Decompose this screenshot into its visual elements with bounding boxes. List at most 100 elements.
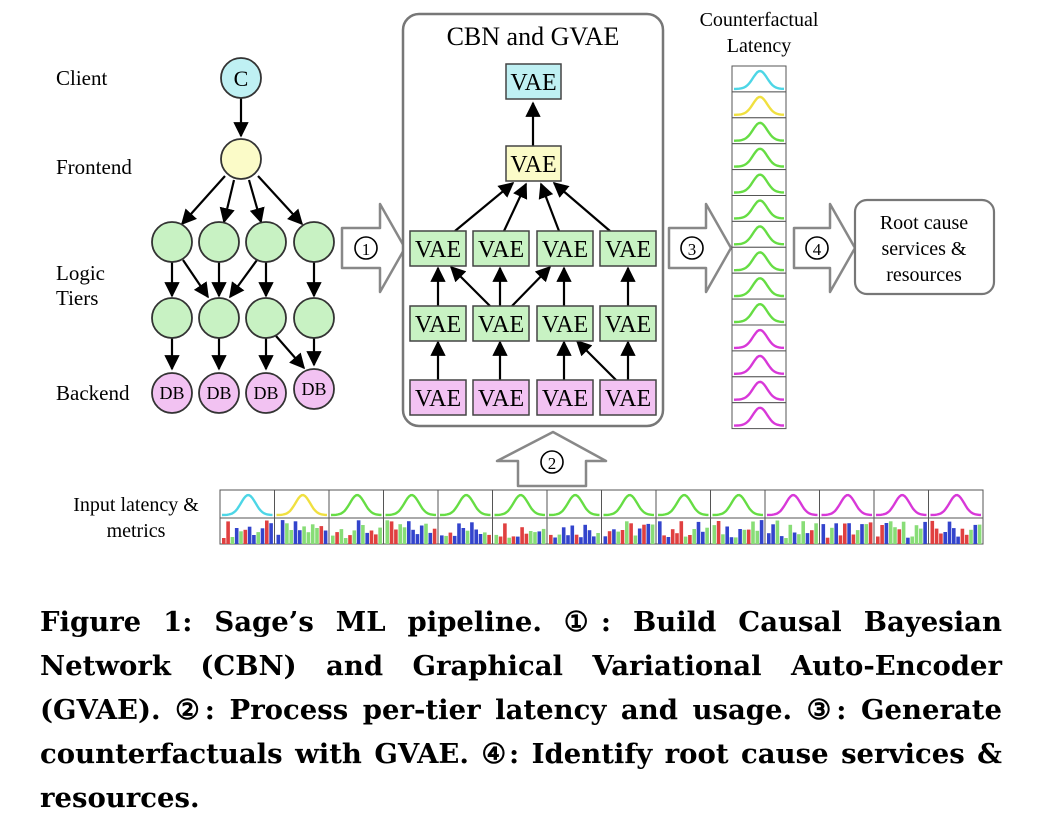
metric-bar [549,534,553,544]
vae-box: VAE [505,145,562,182]
metric-bar [662,535,666,544]
latency-curve [821,493,872,517]
svg-text:VAE: VAE [605,386,651,412]
db-node-label: DB [301,379,326,399]
vae-box: VAE [536,305,594,342]
metric-bar [834,523,838,544]
metric-bar [729,537,734,544]
metric-bar [792,532,797,544]
metric-bar [428,532,433,544]
logic-node [293,221,335,263]
step-1-arrow: 1 [340,202,407,294]
metric-bar [239,531,243,544]
metric-bar [960,528,965,544]
metric-bar [541,528,546,544]
logic-node [151,297,193,339]
svg-text:VAE: VAE [415,386,461,412]
metric-bar [779,536,784,544]
metric-bar [637,528,642,544]
latency-curve [734,95,784,117]
counterfactual-latency-column [731,65,787,430]
db-node: DB [245,372,287,414]
metric-bar [483,532,487,544]
metric-bar [934,528,939,544]
metric-bar [319,526,324,544]
metric-bar [810,530,814,544]
metric-bar [620,530,625,544]
metric-bar [705,527,709,544]
metric-bar [583,524,587,544]
metric-bar [629,523,633,544]
svg-text:VAE: VAE [415,237,461,263]
metric-bar [943,532,947,544]
metric-bar [452,535,457,544]
tier-label-client: Client [56,66,107,90]
vae-box: VAE [599,305,657,342]
latency-curve [734,251,784,272]
metric-bar [265,520,269,544]
logic-node [198,221,240,263]
metric-bar [528,531,533,544]
metric-bar [880,525,884,544]
step-2-number: 2 [548,454,557,473]
latency-curve [734,406,784,427]
metric-bar [230,537,235,544]
latency-curve [734,225,784,246]
metric-bar [843,523,847,544]
latency-curve [712,493,763,517]
metric-bar [269,523,273,544]
svg-text:VAE: VAE [478,312,524,338]
tier-label-logic-line2: Tiers [56,286,98,310]
step-3-number: 3 [688,240,697,259]
metric-bar [596,533,600,544]
metric-bar [830,527,834,544]
svg-text:VAE: VAE [542,386,588,412]
metric-bar [516,536,520,544]
metric-bar [289,530,293,544]
vae-box: VAE [409,379,467,416]
metric-bar [642,524,646,544]
metric-bar [478,534,483,544]
vae-box: VAE [472,305,530,342]
metric-bar [260,528,265,544]
metric-bar [612,529,616,544]
metric-bar [838,535,843,544]
client-node-letter: C [234,66,249,91]
step-4-number: 4 [813,240,822,259]
metric-bar [411,529,415,544]
latency-curve [276,493,327,517]
metric-bar [625,521,629,544]
metric-bar [524,533,529,544]
metric-bar [365,532,369,544]
metric-bar [701,531,705,544]
metric-bar [374,534,378,544]
metric-bar [633,535,638,544]
metric-bar [868,522,873,544]
logic-node [293,297,335,339]
svg-text:VAE: VAE [542,312,588,338]
metric-bar [919,528,923,544]
metric-bar [419,525,424,544]
metric-bar [973,524,978,544]
svg-text:VAE: VAE [542,237,588,263]
latency-curve [734,69,784,91]
metric-bar [746,529,751,544]
vae-box: VAE [505,63,562,100]
metric-bar [603,536,608,544]
metric-bar [646,523,651,544]
logic-node [245,297,287,339]
metric-bar [801,521,805,544]
metric-bar [771,524,775,544]
metric-bar [470,522,474,544]
metric-bar [716,521,721,544]
metric-bar [520,527,524,544]
service-dependency-graph: C DB DB DB DB [151,57,335,414]
metric-bar [415,534,420,544]
metric-bar [923,521,927,544]
metric-bar [784,538,788,544]
metric-bar [570,525,575,544]
metric-bar [331,535,335,544]
latency-curve [734,147,784,168]
metric-bar [876,536,880,544]
metric-bar [864,524,869,544]
